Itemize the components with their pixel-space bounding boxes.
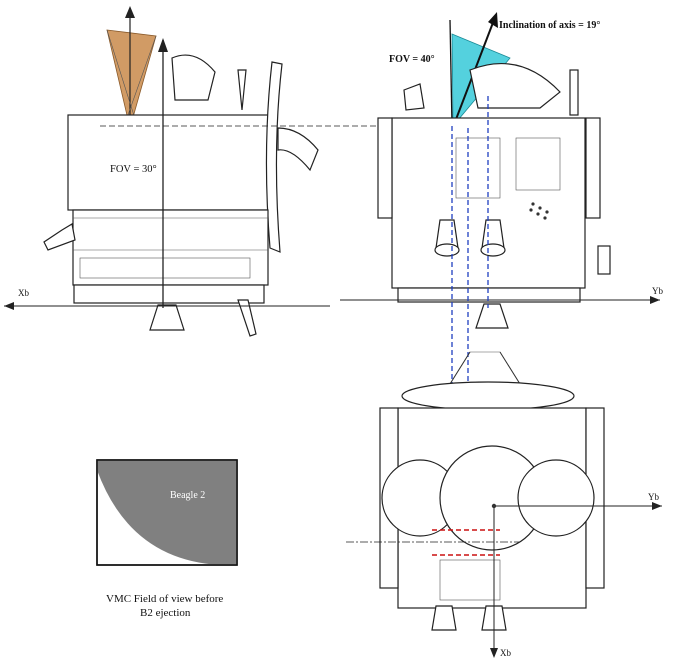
caption-line-2: B2 ejection	[140, 607, 191, 619]
left-solar-wing	[265, 61, 283, 253]
front-dish	[469, 63, 561, 109]
side-view-left: Xb FOV = 30°	[4, 6, 330, 337]
beagle-2-shape	[97, 460, 237, 565]
beagle-label: Beagle 2	[170, 490, 205, 501]
top-dish	[401, 381, 575, 411]
left-body-lower	[72, 209, 269, 286]
main-engine-right	[475, 303, 509, 329]
high-gain-antenna	[171, 54, 216, 101]
fov-inset: Beagle 2 VMC Field of view before B2 eje…	[96, 459, 238, 619]
front-detail-dots	[529, 202, 549, 220]
top-view-bottom: Yb Xb	[346, 351, 662, 658]
axis-label-yb-right: Yb	[652, 286, 663, 296]
front-solar-panel-left	[377, 117, 393, 219]
fov-cone-left	[106, 29, 157, 130]
front-solar-panel-right	[585, 117, 601, 219]
front-view-right: Yb FOV = 40° Inclination of axis = 19°	[340, 12, 663, 329]
caption-line-1: VMC Field of view before	[106, 593, 223, 605]
main-engine-left	[149, 304, 185, 331]
tank-right	[517, 459, 595, 537]
inclination-label: Inclination of axis = 19°	[499, 20, 600, 31]
left-body-upper	[67, 114, 274, 211]
fov-label-left: FOV = 30°	[110, 164, 157, 175]
axis-label-yb-bottom: Yb	[648, 492, 659, 502]
axis-label-xb-left: Xb	[18, 288, 29, 298]
axis-label-xb-bottom: Xb	[500, 648, 511, 658]
fov-label-mid: FOV = 40°	[389, 54, 435, 65]
